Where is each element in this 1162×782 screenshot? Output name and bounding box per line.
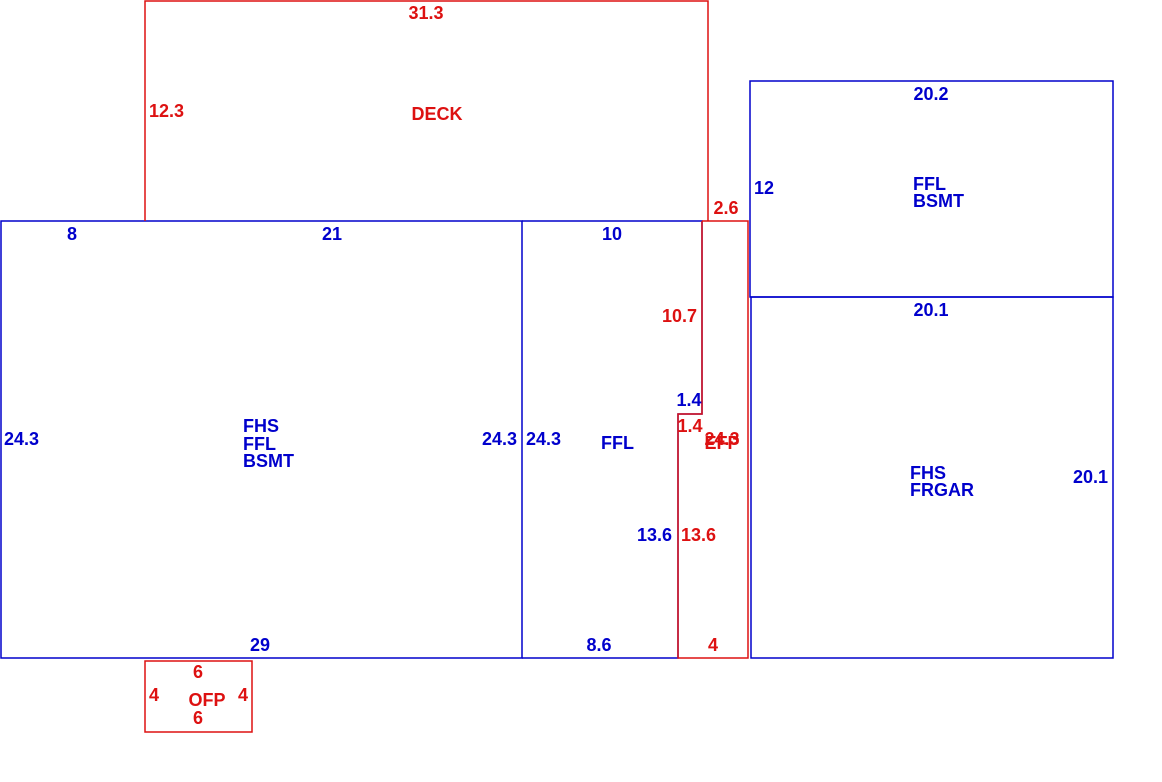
dimension-label: 1.4 — [676, 390, 701, 410]
dimension-label: 1.4 — [677, 416, 702, 436]
efp-outline — [677, 220, 749, 659]
dimension-label: 8 — [67, 224, 77, 244]
dimension-label: 12 — [754, 178, 774, 198]
dimension-label: 20.2 — [913, 84, 948, 104]
deck-outline — [144, 0, 709, 221]
dimension-label: 10 — [602, 224, 622, 244]
dimension-label: 24.3 — [4, 429, 39, 449]
dimension-label: 13.6 — [637, 525, 672, 545]
area-label: FFL — [913, 174, 946, 194]
area-label: FFL — [243, 434, 276, 454]
area-label: BSMT — [243, 451, 294, 471]
area-label: BSMT — [913, 191, 964, 211]
dimension-label: 20.1 — [1073, 467, 1108, 487]
dimension-label: 24.3 — [526, 429, 561, 449]
area-label: FFL — [601, 433, 634, 453]
dimension-label: 29 — [250, 635, 270, 655]
area-label: DECK — [411, 104, 462, 124]
dimension-label: 24.3 — [482, 429, 517, 449]
dimension-label: 6 — [193, 708, 203, 728]
dimension-label: 13.6 — [681, 525, 716, 545]
dimension-label: 2.6 — [713, 198, 738, 218]
main-area-outline — [0, 220, 523, 659]
dimension-label: 10.7 — [662, 306, 697, 326]
dimension-label: 31.3 — [408, 3, 443, 23]
ofp-outline — [144, 660, 253, 733]
area-label: OFP — [188, 690, 225, 710]
dimension-label: 4 — [149, 685, 159, 705]
area-label: EFP — [704, 433, 739, 453]
area-label: FRGAR — [910, 480, 974, 500]
dimension-label: 21 — [322, 224, 342, 244]
dimension-label: 24.3 — [704, 429, 739, 449]
dimension-label: 6 — [193, 662, 203, 682]
area-label: FHS — [910, 463, 946, 483]
area-label: FHS — [243, 416, 279, 436]
dimension-label: 20.1 — [913, 300, 948, 320]
dimension-label: 12.3 — [149, 101, 184, 121]
garage-area-outline — [750, 296, 1114, 659]
dimension-label: 4 — [708, 635, 718, 655]
dimension-label: 8.6 — [586, 635, 611, 655]
dimension-label: 4 — [238, 685, 248, 705]
